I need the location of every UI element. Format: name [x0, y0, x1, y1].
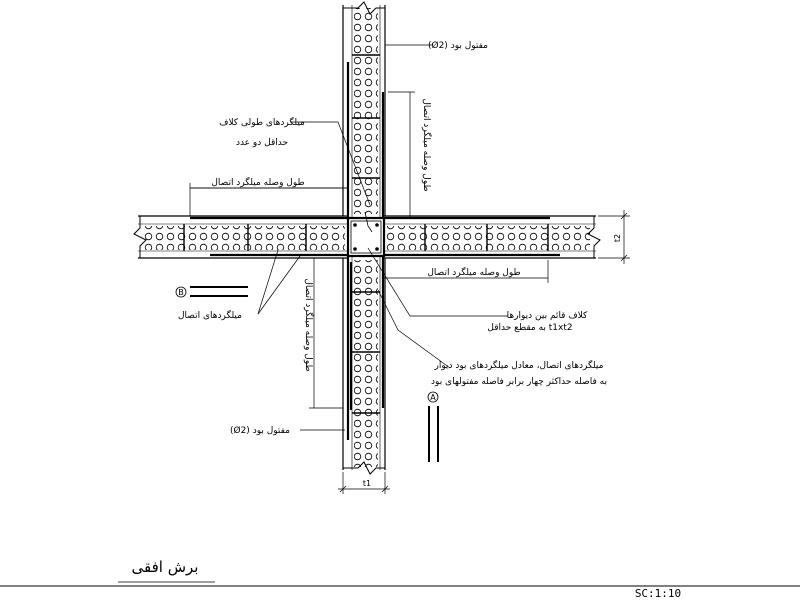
- connection-note-line2: به فاصله حداکثر چهار برابر فاصله مفتولها…: [431, 377, 607, 387]
- horizontal-wall: [133, 215, 601, 259]
- twisted-wire-label-top: (Ø2) مفتول بود: [428, 40, 488, 51]
- section-title: برش افقی: [132, 558, 199, 576]
- tie-column: [346, 211, 386, 258]
- longitudinal-bars-minimum-label: حداقل دو عدد: [236, 138, 288, 148]
- connection-note-line1: میلگردهای اتصال، معادل میلگردهای بود دیو…: [434, 359, 604, 371]
- scale-label: SC:1:10: [635, 587, 681, 600]
- tie-column-label: کلاف قائم بین دیوارها: [507, 311, 588, 321]
- marker-a-label: A: [430, 393, 436, 402]
- splice-length-lower-label: طول وصله میلگرد اتصال: [303, 278, 315, 371]
- connection-bars-label: میلگردهای اتصال: [178, 309, 242, 321]
- longitudinal-bars-label: میلگردهای طولی کلاف: [219, 116, 305, 128]
- marker-a: A: [427, 391, 439, 462]
- twisted-wire-label-bottom: (Ø2) مفتول بود: [230, 425, 290, 436]
- dimension-t1: t1: [363, 479, 371, 488]
- marker-b: B: [175, 286, 248, 298]
- splice-length-right-label: طول وصله میلگرد اتصال: [427, 266, 520, 278]
- dimension-t2: t2: [613, 234, 622, 242]
- splice-length-upper-label: طول وصله میلگرد اتصال: [421, 98, 433, 191]
- leader-lines: [190, 44, 508, 431]
- splice-length-horizontal-label: طول وصله میلگرد اتصال: [211, 176, 304, 188]
- marker-b-label: B: [178, 288, 184, 297]
- tie-column-section-label: به مقطع حداقل t1xt2: [487, 323, 572, 333]
- connection-bars: [190, 62, 560, 440]
